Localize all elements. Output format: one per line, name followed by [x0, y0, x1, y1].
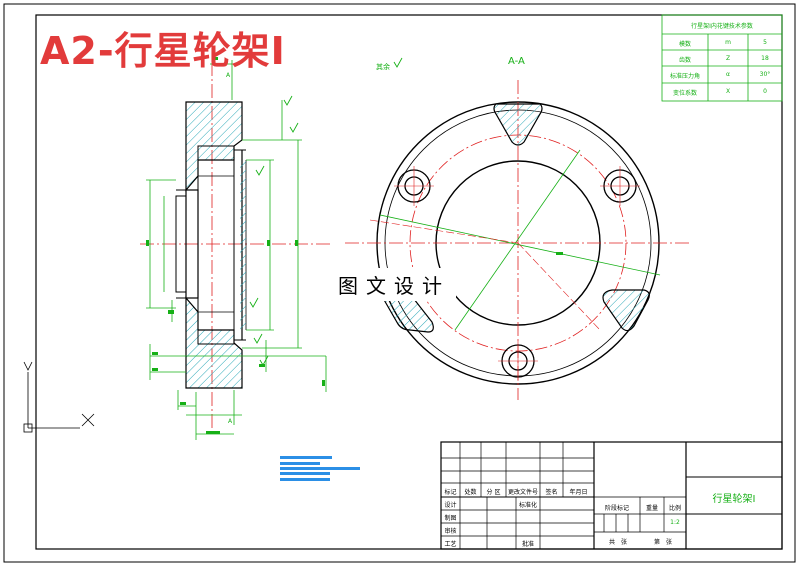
tb-ratio-label: 比例 — [668, 505, 681, 512]
param-cell: 18 — [761, 55, 769, 62]
dimension-value-marks — [146, 57, 325, 434]
tb-process-label: 工艺 — [444, 541, 457, 548]
param-cell: 模数 — [678, 41, 691, 48]
tb-design-label: 设计 — [444, 502, 457, 509]
tb-standardize-label: 标准化 — [518, 502, 537, 509]
bolt-hole-left — [394, 166, 434, 206]
tb-date-label: 年月日 — [569, 489, 588, 496]
param-cell: X — [725, 88, 731, 95]
tb-part-name: 行星轮架I — [712, 494, 756, 505]
watermark-text: 图文设计 — [332, 268, 456, 301]
param-cell: 齿数 — [678, 57, 691, 64]
bolt-hole-right — [600, 166, 640, 206]
side-section-view — [140, 40, 330, 435]
sheet-border-outer — [3, 3, 796, 563]
view-mark-a-top: A — [226, 72, 231, 79]
param-table-header: 行星架Ⅰ内花键技术参数 — [691, 23, 753, 30]
bolt-hole-bottom — [498, 341, 538, 381]
param-cell: α — [726, 71, 730, 78]
roughness-note: 其余 — [376, 63, 390, 71]
param-cell: 30° — [759, 71, 771, 78]
title-block-grid — [440, 441, 783, 550]
tb-change-doc-label: 更改文件号 — [507, 489, 538, 496]
param-cell: 变位系数 — [672, 90, 697, 97]
tb-sign-label: 签名 — [545, 489, 558, 496]
param-table-grid — [661, 14, 783, 102]
tb-draw-label: 制图 — [444, 515, 457, 522]
param-cell: Z — [725, 55, 731, 62]
tb-approve-label: 批准 — [521, 541, 534, 548]
param-cell: 标准压力角 — [669, 73, 700, 80]
param-cell: m — [725, 39, 731, 46]
roughness-symbols — [249, 57, 403, 366]
tb-weight-label: 重量 — [645, 505, 658, 512]
front-view — [345, 80, 692, 400]
tb-stage-mark-label: 阶段标记 — [604, 505, 629, 512]
section-label: A-A — [508, 56, 525, 67]
param-cell: 5 — [763, 39, 767, 46]
ucs-axis-icon — [23, 361, 95, 433]
view-mark-a-bottom: A — [228, 418, 233, 425]
tb-total-sheets: 共 张 — [608, 539, 627, 546]
blue-note-block — [280, 456, 360, 481]
sheet-frame — [35, 14, 783, 550]
tb-scale-value: 1:2 — [670, 519, 680, 526]
param-cell: 0 — [763, 88, 767, 95]
tb-mark-label: 标记 — [444, 489, 457, 496]
tb-review-label: 审核 — [444, 528, 457, 535]
tb-zone-label: 分 区 — [486, 489, 501, 496]
tb-count-label: 处数 — [464, 489, 477, 496]
drawing-title: A2-行星轮架I — [40, 29, 286, 73]
tb-sheet-number: 第 张 — [653, 539, 672, 546]
